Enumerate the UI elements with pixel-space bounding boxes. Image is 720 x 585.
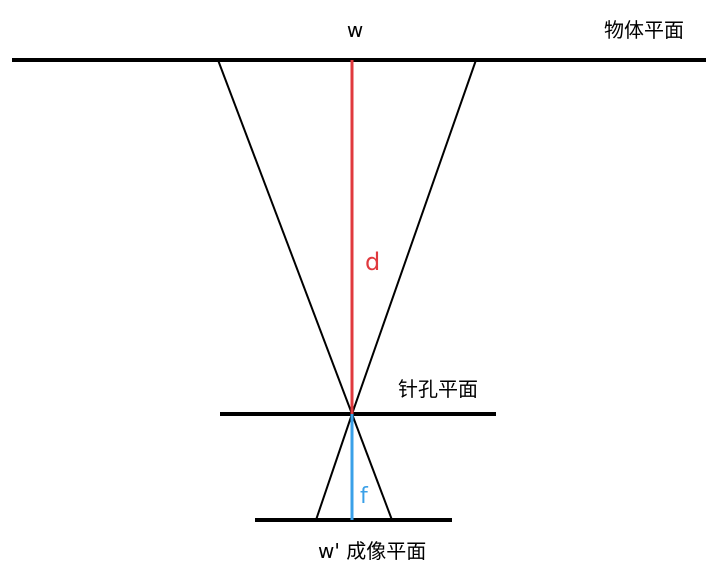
image-width-and-plane-label: w' 成像平面 [318, 539, 426, 563]
ray-right-upper [351, 59, 477, 415]
ray-right-lower [351, 413, 393, 521]
ray-left-lower [315, 413, 353, 521]
object-distance-label: d [365, 248, 380, 276]
focal-length-label: f [360, 484, 369, 509]
object-plane-label: 物体平面 [604, 18, 684, 42]
object-width-label: w [347, 18, 363, 42]
ray-left-upper [217, 59, 353, 415]
pinhole-plane-label: 针孔平面 [398, 377, 478, 401]
